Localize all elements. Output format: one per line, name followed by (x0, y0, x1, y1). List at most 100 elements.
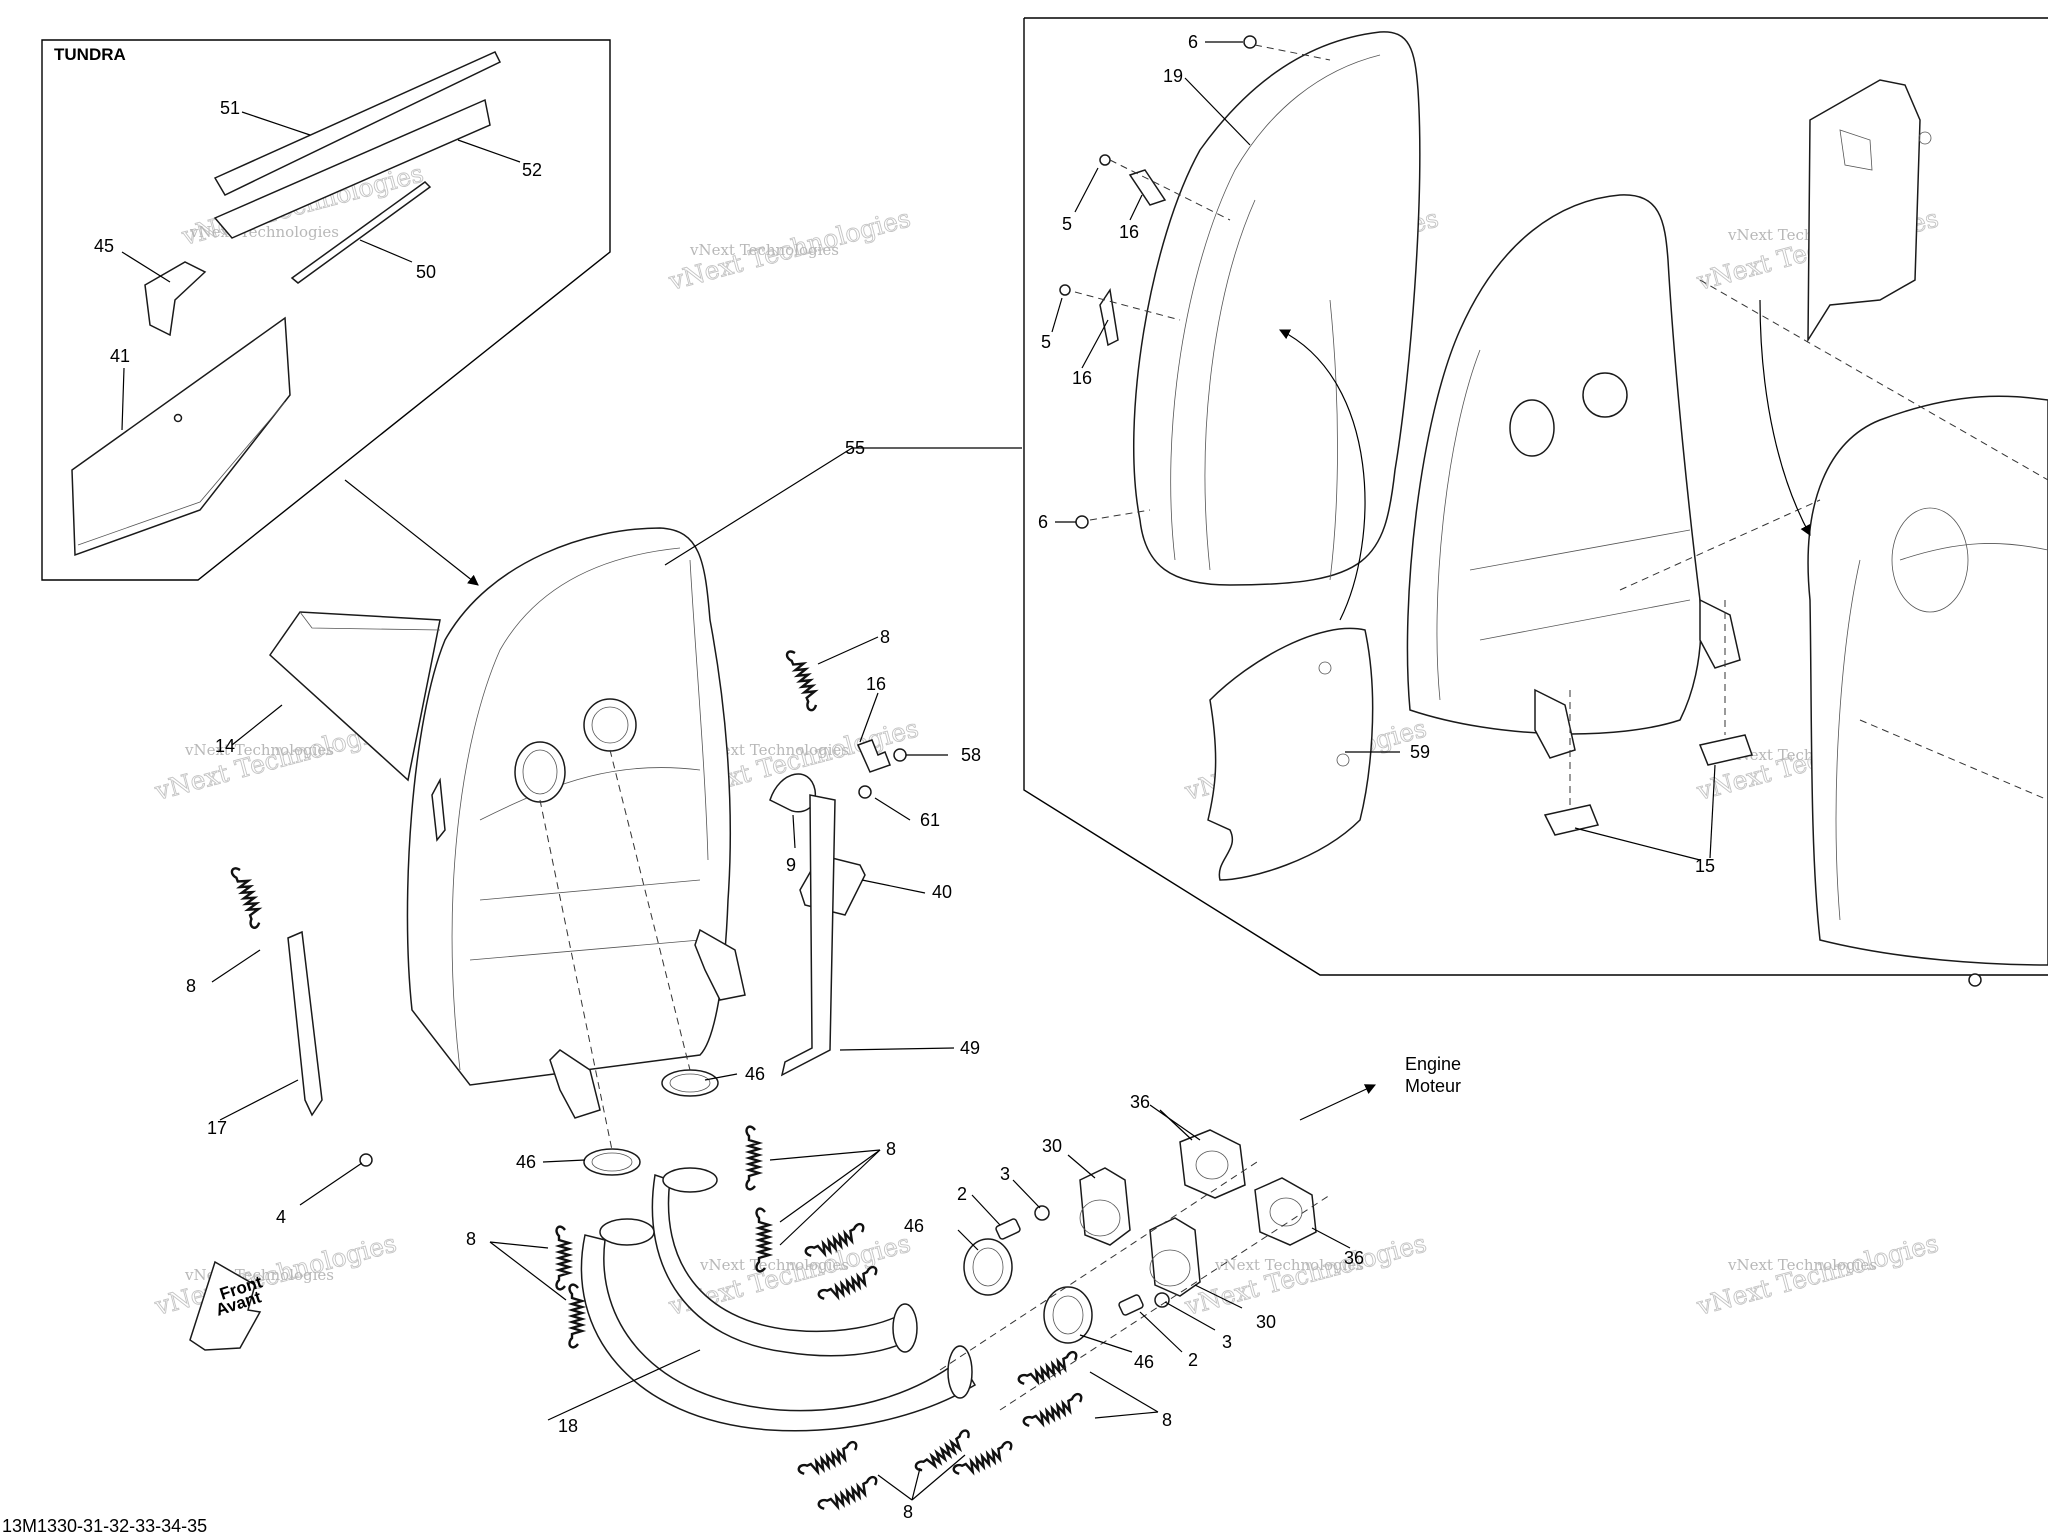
callout-16: 16 (1119, 222, 1139, 242)
springs-bottom (555, 1125, 1086, 1515)
spring-8 (913, 1427, 975, 1477)
callout-55: 55 (845, 438, 865, 458)
callout-46: 46 (516, 1152, 536, 1172)
ring-46 (1043, 1286, 1093, 1344)
callout-46: 46 (745, 1064, 765, 1084)
ring-46 (963, 1238, 1013, 1296)
insulation-pad-59 (1207, 627, 1374, 881)
watermark-text: vNext Technologies (689, 241, 839, 259)
screw-5 (1059, 284, 1071, 296)
clip-16 (1099, 287, 1119, 347)
callout-59: 59 (1410, 742, 1430, 762)
callout-46: 46 (1134, 1352, 1154, 1372)
screw-6 (1075, 515, 1089, 529)
bolt-2 (995, 1218, 1021, 1240)
washer-3 (1154, 1292, 1170, 1308)
callout-8: 8 (466, 1229, 476, 1249)
callout-46: 46 (904, 1216, 924, 1236)
muffler-foot-left (549, 1049, 601, 1119)
clip-16 (856, 739, 891, 773)
watermark-text: vNext Technologies (189, 223, 339, 241)
heat-shield-panel-41 (71, 316, 291, 557)
core-foot-left (1534, 688, 1576, 759)
text-labels: TUNDRA Engine Moteur 13M1330-31-32-33-34… (2, 32, 1715, 1536)
spring-8 (1021, 1391, 1086, 1432)
exhaust-pipe-18 (580, 1234, 977, 1432)
muffler-body-55 (406, 527, 732, 1086)
muffler-core (1406, 194, 1702, 735)
callout-49: 49 (960, 1038, 980, 1058)
spring-8 (229, 864, 266, 930)
callout-8: 8 (886, 1139, 896, 1159)
callout-2: 2 (957, 1184, 967, 1204)
callout-3: 3 (1000, 1164, 1010, 1184)
callout-61: 61 (920, 810, 940, 830)
nut-61 (858, 785, 872, 799)
gasket-36 (1254, 1177, 1317, 1246)
tundra-inset-parts (71, 51, 502, 557)
gasket-36 (1179, 1129, 1246, 1199)
callout-3: 3 (1222, 1332, 1232, 1352)
spring-8 (796, 1439, 861, 1480)
screw-5 (1099, 154, 1111, 166)
exploded-parts (1059, 31, 2048, 987)
callout-9: 9 (786, 855, 796, 875)
gasket-sheet (1807, 79, 1921, 343)
watermark-text: vNext Technologies (184, 741, 334, 759)
watermark-text: vNext Technologies (699, 741, 849, 759)
spring-8 (816, 1474, 881, 1515)
watermark-text: vNext Technologies (699, 1256, 849, 1274)
bolt-4 (359, 1153, 373, 1167)
callout-58: 58 (961, 745, 981, 765)
muffler-foot-right (694, 928, 746, 1001)
strip-50 (290, 181, 432, 284)
callout-8: 8 (880, 627, 890, 647)
callout-8: 8 (1162, 1410, 1172, 1430)
bracket-17 (287, 930, 323, 1117)
front-direction-badge: Front Avant (189, 1260, 265, 1351)
leader-lines (121, 41, 1716, 1501)
bolt-2 (1118, 1294, 1144, 1316)
callout-30: 30 (1256, 1312, 1276, 1332)
callout-8: 8 (186, 976, 196, 996)
watermark-text: vNext Technologies (1181, 1229, 1429, 1322)
callout-16: 16 (866, 674, 886, 694)
muffler-outlet-left (514, 741, 566, 803)
callout-36: 36 (1344, 1248, 1364, 1268)
callout-41: 41 (110, 346, 130, 366)
bracket-45 (144, 261, 207, 337)
muffler-rear-cover (1807, 395, 2048, 966)
clip-16 (1128, 169, 1167, 206)
callout-2: 2 (1188, 1350, 1198, 1370)
pipe-outlet-lower (947, 1345, 973, 1399)
screw-6 (1968, 973, 1982, 987)
callout-5: 5 (1062, 214, 1072, 234)
callout-19: 19 (1163, 66, 1183, 86)
callout-6: 6 (1038, 512, 1048, 532)
heat-shield-14 (269, 611, 441, 782)
callout-36: 36 (1130, 1092, 1150, 1112)
callout-51: 51 (220, 98, 240, 118)
exhaust-pipes (580, 1069, 1093, 1432)
washer-3 (1034, 1205, 1050, 1221)
callout-14: 14 (215, 736, 235, 756)
pipe-inlet-right (662, 1167, 718, 1193)
flange-parts (995, 1129, 1317, 1316)
pad-15 (1698, 734, 1753, 766)
spring-8 (784, 647, 823, 713)
heat-shield-strip-51 (213, 51, 502, 196)
callout-5: 5 (1041, 332, 1051, 352)
moteur-label: Moteur (1405, 1076, 1461, 1096)
callout-4: 4 (276, 1207, 286, 1227)
callout-40: 40 (932, 882, 952, 902)
watermark-text: vNext Technologies (1693, 1229, 1941, 1322)
tundra-label: TUNDRA (54, 45, 126, 64)
heat-shield-52 (213, 98, 491, 239)
pad-15 (1543, 804, 1600, 836)
flange-30 (1079, 1167, 1131, 1246)
grommet-9 (769, 773, 816, 813)
spring-8 (568, 1283, 584, 1349)
callout-8: 8 (903, 1502, 913, 1522)
spring-8 (1016, 1349, 1081, 1390)
callout-17: 17 (207, 1118, 227, 1138)
